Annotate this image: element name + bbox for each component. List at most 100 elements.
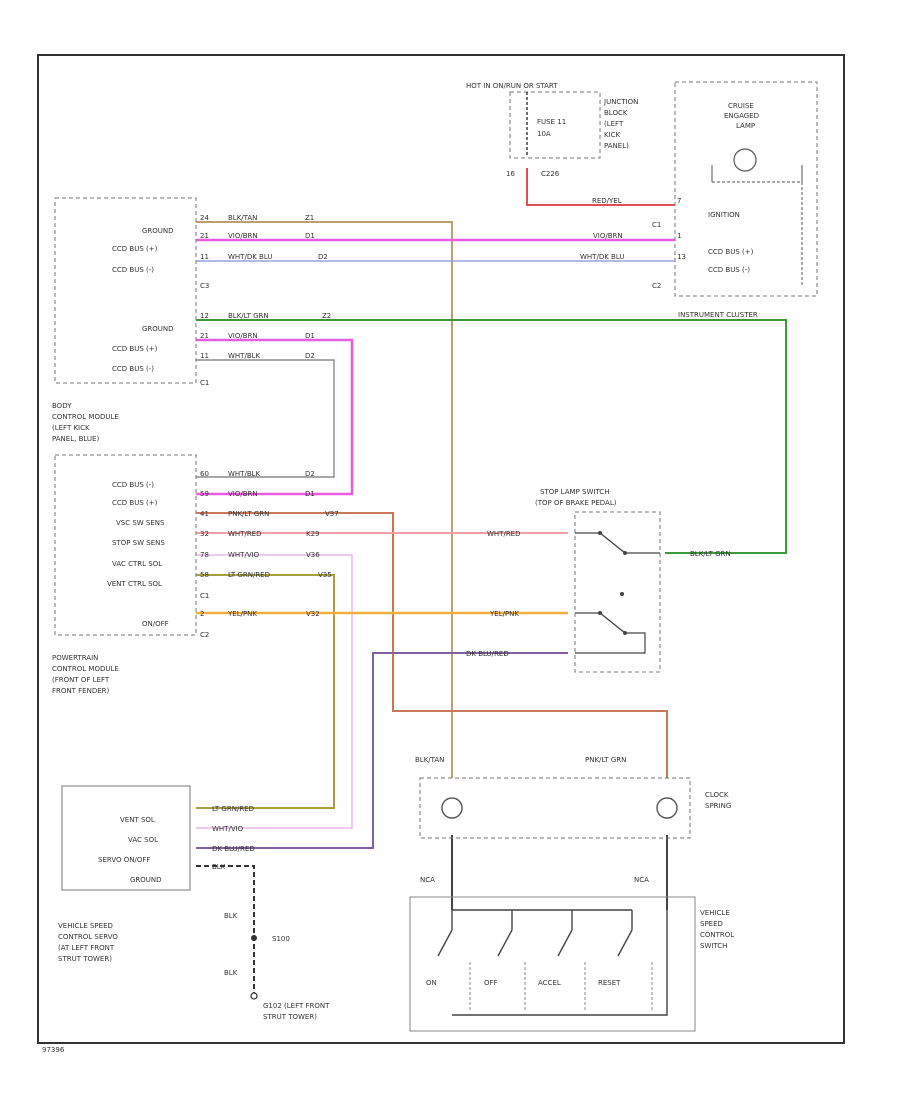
bcm-c3-ccd-minus: CCD BUS (-) <box>112 266 154 274</box>
vsc-switch-label: VEHICLE SPEED CONTROL SWITCH <box>700 909 734 950</box>
bcm-c3: C3 <box>200 282 209 290</box>
wire-blk-ground <box>196 865 255 995</box>
label-vio-brn-3: VIO/BRN <box>228 332 258 340</box>
label-d2-c1: D2 <box>305 352 315 360</box>
label-pnk-lt-grn-2: PNK/LT GRN <box>585 756 626 764</box>
label-blk-tan: BLK/TAN <box>228 214 257 222</box>
bcm-c1-ground: GROUND <box>142 325 174 333</box>
pcm-pin-32: 32 <box>200 530 209 538</box>
label-dk-blu-red-1: DK BLU/RED <box>466 650 509 658</box>
bcm-pin-24: 24 <box>200 214 209 222</box>
stop-lamp-label: STOP LAMP SWITCH (TOP OF BRAKE PEDAL) <box>535 488 617 507</box>
pcm-stop-sw: STOP SW SENS <box>112 539 165 547</box>
svg-text:(TOP OF BRAKE PEDAL): (TOP OF BRAKE PEDAL) <box>535 499 617 507</box>
label-d2-pcm: D2 <box>305 470 315 478</box>
cluster-c2: C2 <box>652 282 661 290</box>
splice-s100: S100 <box>272 935 290 943</box>
wire-lt-grn-red <box>196 574 335 809</box>
svg-text:PANEL, BLUE): PANEL, BLUE) <box>52 435 99 443</box>
bcm-pin-21: 21 <box>200 232 209 240</box>
pcm-c1: C1 <box>200 592 209 600</box>
label-vio-brn-4: VIO/BRN <box>228 490 258 498</box>
svg-text:BLOCK: BLOCK <box>604 109 628 117</box>
label-dk-blu-red-2: DK BLU/RED <box>212 845 255 853</box>
nca-left: NCA <box>420 876 435 884</box>
svg-text:(FRONT OF LEFT: (FRONT OF LEFT <box>52 676 110 684</box>
label-wht-dk-blu-2: WHT/DK BLU <box>580 253 625 261</box>
nca-right: NCA <box>634 876 649 884</box>
wire-vio-brn-c1 <box>196 338 354 496</box>
label-v37: V37 <box>325 510 339 518</box>
wire-dk-blu-red <box>196 652 568 849</box>
svg-text:CONTROL MODULE: CONTROL MODULE <box>52 413 119 421</box>
stop-lamp-switch-box <box>574 511 661 673</box>
cluster-pin-1: 1 <box>677 232 681 240</box>
label-z2: Z2 <box>322 312 331 320</box>
svg-text:G102 (LEFT FRONT: G102 (LEFT FRONT <box>263 1002 330 1010</box>
pcm-ccd-plus: CCD BUS (+) <box>112 499 158 507</box>
label-wht-red-1: WHT/RED <box>228 530 262 538</box>
svg-text:STOP LAMP SWITCH: STOP LAMP SWITCH <box>540 488 609 496</box>
switch-reset: RESET <box>598 979 621 987</box>
label-d1: D1 <box>305 232 315 240</box>
label-blk-servo: BLK <box>212 863 226 871</box>
cluster-c1: C1 <box>652 221 661 229</box>
cluster-ignition: IGNITION <box>708 211 740 219</box>
fuse-name: FUSE 11 <box>537 118 566 126</box>
ground-label: G102 (LEFT FRONT STRUT TOWER) <box>263 1002 330 1021</box>
wire-wht-blk <box>196 359 335 478</box>
label-d1-pcm: D1 <box>305 490 315 498</box>
switch-on: ON <box>426 979 437 987</box>
wire-pnk-lt-grn <box>196 512 668 778</box>
svg-text:CONTROL SERVO: CONTROL SERVO <box>58 933 118 941</box>
switch-off: OFF <box>484 979 498 987</box>
servo-box <box>61 785 191 891</box>
pcm-pin-41: 41 <box>200 510 209 518</box>
vsc-resistors <box>469 962 653 1010</box>
svg-text:STRUT TOWER): STRUT TOWER) <box>263 1013 317 1021</box>
stop-switch-blade-2 <box>599 612 626 634</box>
pcm-vsc-sw: VSC SW SENS <box>116 519 165 527</box>
connector-c226: C226 <box>541 170 560 178</box>
bcm-name: BODY CONTROL MODULE (LEFT KICK PANEL, BL… <box>52 402 119 443</box>
pcm-vac-sol: VAC CTRL SOL <box>112 560 162 568</box>
label-pnk-lt-grn: PNK/LT GRN <box>228 510 269 518</box>
stop-internal-link <box>575 632 646 654</box>
cluster-name: INSTRUMENT CLUSTER <box>678 311 758 319</box>
label-lt-grn-red-1: LT GRN/RED <box>228 571 270 579</box>
wire-layer <box>196 168 787 995</box>
svg-text:BODY: BODY <box>52 402 72 410</box>
pcm-c2: C2 <box>200 631 209 639</box>
svg-text:CONTROL: CONTROL <box>700 931 734 939</box>
label-wht-dk-blu-1: WHT/DK BLU <box>228 253 273 261</box>
bcm-pin-11: 11 <box>200 253 209 261</box>
label-v36: V36 <box>306 551 320 559</box>
servo-ground: GROUND <box>130 876 162 884</box>
label-yel-pnk-2: YEL/PNK <box>489 610 519 618</box>
label-blk-lt-grn-2: BLK/LT GRN <box>690 550 731 558</box>
wire-red-yel <box>526 168 675 206</box>
switch-accel: ACCEL <box>538 979 561 987</box>
label-blk-lt-grn: BLK/LT GRN <box>228 312 269 320</box>
cluster-pin-7: 7 <box>677 197 681 205</box>
servo-on-off: SERVO ON/OFF <box>98 856 150 864</box>
label-wht-vio-2: WHT/VIO <box>212 825 244 833</box>
junction-block-box <box>509 91 601 159</box>
lamp-bulb-icon <box>733 148 757 172</box>
clock-spring-label: CLOCK SPRING <box>705 791 731 810</box>
bcm-c3-ground: GROUND <box>142 227 174 235</box>
svg-text:FRONT FENDER): FRONT FENDER) <box>52 687 109 695</box>
label-blk-2: BLK <box>224 969 238 977</box>
diagram-frame <box>37 54 845 1044</box>
pin-16: 16 <box>506 170 515 178</box>
label-v32: V32 <box>306 610 320 618</box>
label-v35: V35 <box>318 571 332 579</box>
svg-text:POWERTRAIN: POWERTRAIN <box>52 654 98 662</box>
svg-text:(LEFT: (LEFT <box>604 120 624 128</box>
fuse-amps: 10A <box>537 130 551 138</box>
svg-text:KICK: KICK <box>604 131 621 139</box>
clock-spring-box <box>419 777 691 839</box>
label-vio-brn-2: VIO/BRN <box>593 232 623 240</box>
pcm-pin-59: 59 <box>200 490 209 498</box>
